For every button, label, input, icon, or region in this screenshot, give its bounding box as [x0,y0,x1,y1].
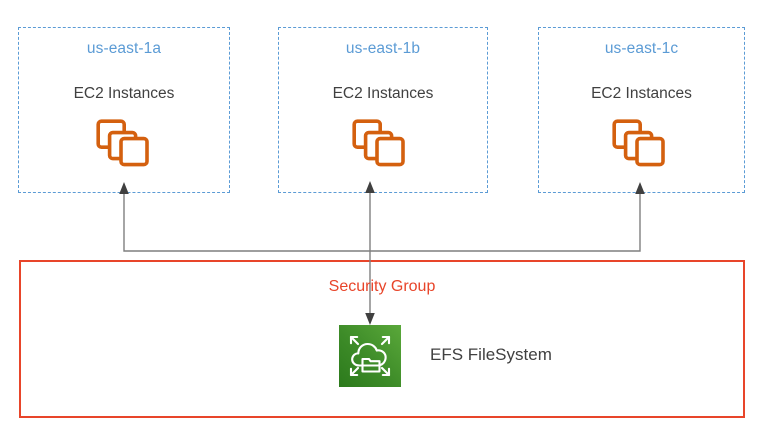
security-group-boundary[interactable] [19,260,745,418]
ec2-instances-icon[interactable] [95,118,153,168]
az-label-us-east-1b: us-east-1b [345,40,421,57]
efs-filesystem-icon[interactable] [339,325,401,387]
efs-filesystem-label: EFS FileSystem [430,345,552,364]
az-resource-label-us-east-1b: EC2 Instances [332,85,434,102]
ec2-instances-icon[interactable] [611,118,669,168]
security-group-label: Security Group [328,278,436,295]
az-label-us-east-1a: us-east-1a [86,40,162,57]
ec2-instances-icon[interactable] [351,118,409,168]
az-resource-label-us-east-1a: EC2 Instances [73,85,175,102]
az-label-us-east-1c: us-east-1c [604,40,679,57]
az-resource-label-us-east-1c: EC2 Instances [591,85,692,102]
